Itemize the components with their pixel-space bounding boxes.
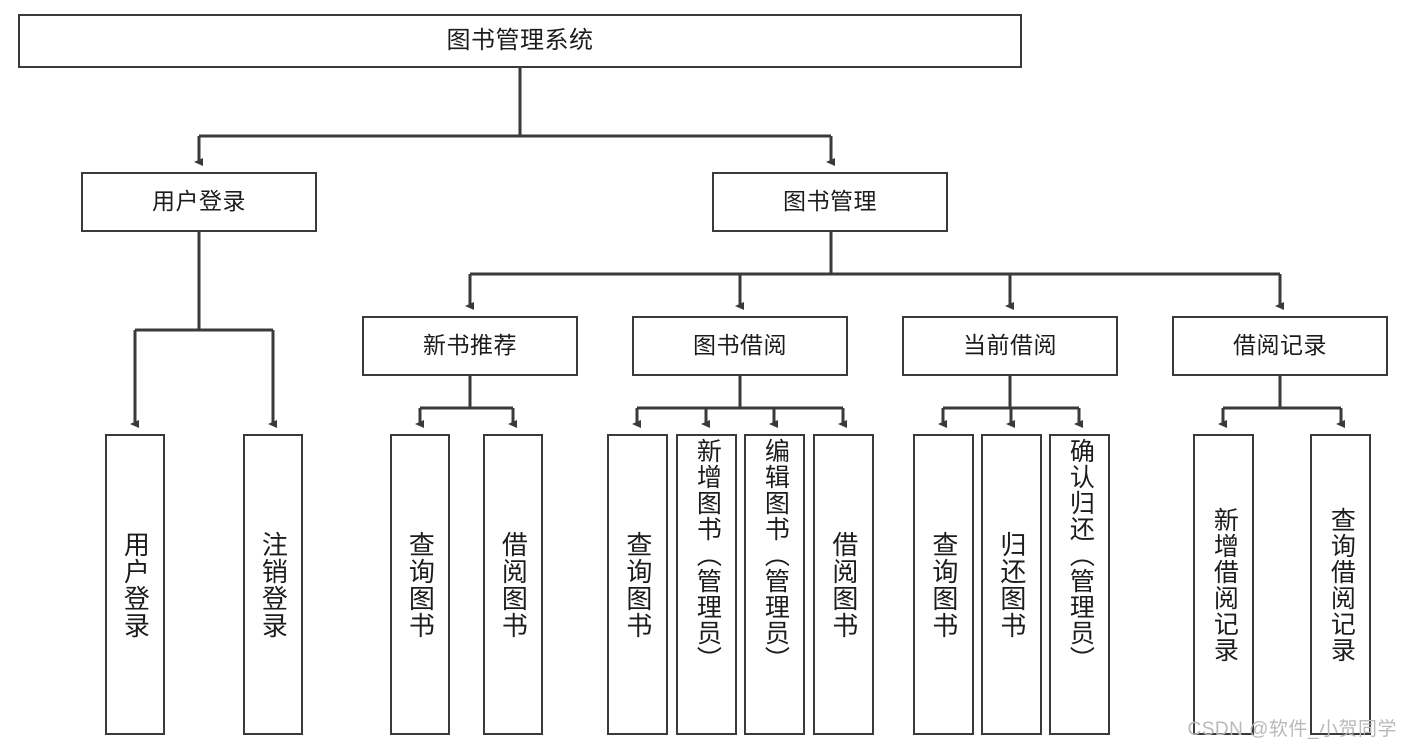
node-user-login-label: 用户登录 [152, 188, 246, 215]
node-borrow-record-label: 借阅记录 [1233, 332, 1327, 359]
node-root-label: 图书管理系统 [446, 26, 594, 54]
node-user-login[interactable]: 用户登录 [81, 172, 317, 232]
leaf-query-book-borrow-label: 查询图书 [622, 530, 653, 639]
node-current-borrow[interactable]: 当前借阅 [902, 316, 1118, 376]
leaf-edit-book-admin[interactable]: 编辑图书（管理员） [744, 434, 805, 735]
leaf-return-book-label: 归还图书 [996, 530, 1027, 639]
node-current-borrow-label: 当前借阅 [963, 332, 1057, 359]
leaf-logout[interactable]: 注销登录 [243, 434, 303, 735]
leaf-add-book-admin[interactable]: 新增图书（管理员） [676, 434, 737, 735]
leaf-user-login[interactable]: 用户登录 [105, 434, 165, 735]
watermark-text: CSDN @软件_小贺同学 [1187, 719, 1397, 740]
leaf-confirm-return-admin[interactable]: 确认归还（管理员） [1049, 434, 1110, 735]
leaf-add-borrow-record-label: 新增借阅记录 [1210, 506, 1239, 663]
node-new-book-recommend[interactable]: 新书推荐 [362, 316, 578, 376]
leaf-edit-book-admin-label: 编辑图书（管理员） [761, 438, 790, 672]
node-book-management[interactable]: 图书管理 [712, 172, 948, 232]
leaf-add-borrow-record[interactable]: 新增借阅记录 [1193, 434, 1254, 735]
node-new-book-recommend-label: 新书推荐 [423, 332, 517, 359]
node-book-management-label: 图书管理 [783, 188, 877, 215]
node-borrow-record[interactable]: 借阅记录 [1172, 316, 1388, 376]
leaf-user-login-label: 用户登录 [120, 530, 151, 639]
leaf-query-book-current[interactable]: 查询图书 [913, 434, 974, 735]
leaf-query-book-recommend[interactable]: 查询图书 [390, 434, 450, 735]
leaf-borrow-book[interactable]: 借阅图书 [813, 434, 874, 735]
leaf-borrow-book-recommend-label: 借阅图书 [498, 530, 529, 639]
leaf-query-borrow-record[interactable]: 查询借阅记录 [1310, 434, 1371, 735]
leaf-logout-label: 注销登录 [258, 530, 289, 639]
leaf-borrow-book-recommend[interactable]: 借阅图书 [483, 434, 543, 735]
leaf-query-book-borrow[interactable]: 查询图书 [607, 434, 668, 735]
leaf-return-book[interactable]: 归还图书 [981, 434, 1042, 735]
node-book-borrow-label: 图书借阅 [693, 332, 787, 359]
leaf-borrow-book-label: 借阅图书 [828, 530, 859, 639]
leaf-query-borrow-record-label: 查询借阅记录 [1327, 506, 1356, 663]
leaf-add-book-admin-label: 新增图书（管理员） [693, 438, 722, 672]
node-root[interactable]: 图书管理系统 [18, 14, 1022, 68]
node-book-borrow[interactable]: 图书借阅 [632, 316, 848, 376]
leaf-confirm-return-admin-label: 确认归还（管理员） [1066, 438, 1095, 672]
leaf-query-book-recommend-label: 查询图书 [405, 530, 436, 639]
leaf-query-book-current-label: 查询图书 [928, 530, 959, 639]
